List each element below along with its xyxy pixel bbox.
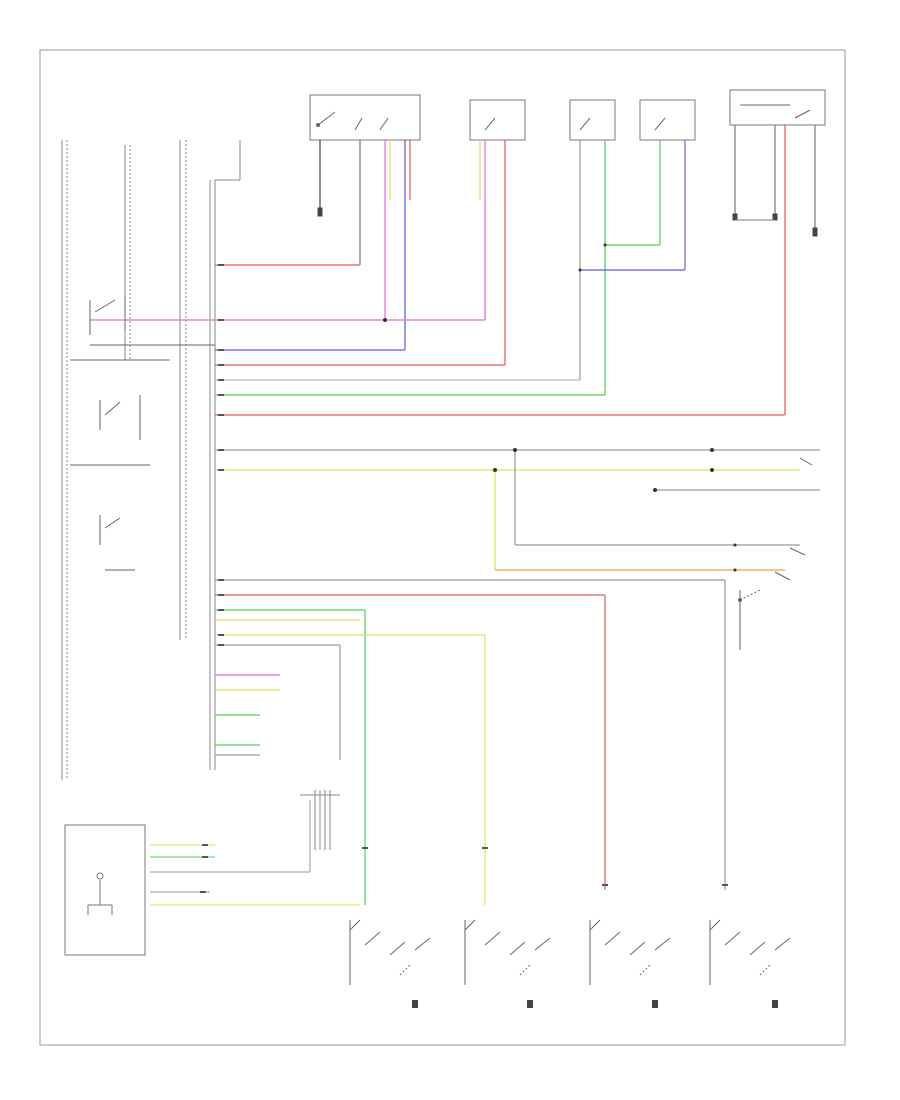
lower-left-module: [64, 824, 146, 956]
module-horizontal-wires: [90, 264, 820, 905]
window-switch-2: [464, 919, 551, 985]
junction-dots: [383, 243, 737, 572]
lower-left-harness: [150, 800, 360, 906]
connector-boxes-top: [309, 89, 826, 141]
window-switch-4: [709, 919, 791, 985]
middle-connector: [300, 790, 340, 850]
module-pin-ticks: [218, 264, 224, 646]
ground-drops: [317, 207, 818, 237]
window-switch-1: [349, 919, 431, 985]
motor-icon: [412, 1000, 778, 1008]
diagram-frame: [39, 49, 846, 1046]
left-relays: [70, 295, 215, 571]
bottom-connector-ticks: [200, 844, 728, 893]
top-vertical-wires: [319, 125, 816, 415]
window-switch-3: [589, 919, 671, 985]
right-switches: [738, 457, 813, 650]
switch-contacts-top: [316, 104, 811, 131]
fuse-group-top-left: [61, 140, 241, 780]
